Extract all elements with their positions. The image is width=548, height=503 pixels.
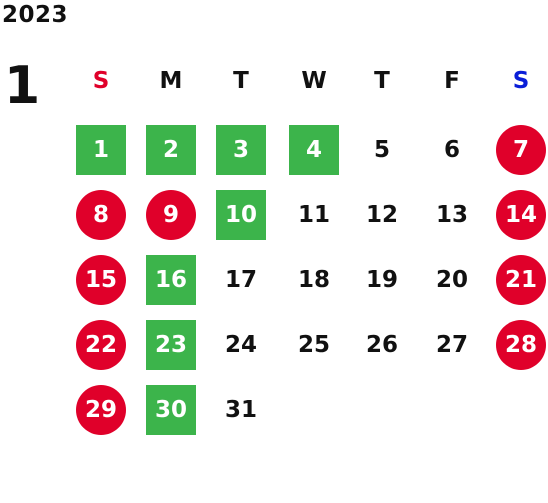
day-cell-21[interactable]: 21 — [496, 255, 546, 305]
weekday-saturday: S — [512, 68, 530, 94]
day-cell-22[interactable]: 22 — [76, 320, 126, 370]
weekday-friday: F — [444, 68, 460, 94]
weekday-monday: M — [159, 68, 183, 94]
year-label: 2023 — [2, 2, 69, 28]
day-cell-30[interactable]: 30 — [146, 385, 196, 435]
month-label: 1 — [4, 56, 41, 116]
day-cell-9[interactable]: 9 — [146, 190, 196, 240]
day-cell-19[interactable]: 19 — [365, 267, 398, 293]
weekday-thursday: T — [374, 68, 390, 94]
day-cell-1[interactable]: 1 — [76, 125, 126, 175]
day-cell-7[interactable]: 7 — [496, 125, 546, 175]
day-cell-24[interactable]: 24 — [224, 332, 257, 358]
day-cell-25[interactable]: 25 — [297, 332, 330, 358]
day-cell-18[interactable]: 18 — [297, 267, 330, 293]
day-cell-16[interactable]: 16 — [146, 255, 196, 305]
day-cell-31[interactable]: 31 — [224, 397, 257, 423]
day-cell-5[interactable]: 5 — [373, 137, 390, 163]
day-cell-28[interactable]: 28 — [496, 320, 546, 370]
day-cell-27[interactable]: 27 — [435, 332, 468, 358]
day-cell-2[interactable]: 2 — [146, 125, 196, 175]
weekday-wednesday: W — [301, 68, 327, 94]
weekday-tuesday: T — [233, 68, 249, 94]
day-cell-6[interactable]: 6 — [443, 137, 460, 163]
day-cell-4[interactable]: 4 — [289, 125, 339, 175]
day-cell-17[interactable]: 17 — [224, 267, 257, 293]
day-cell-29[interactable]: 29 — [76, 385, 126, 435]
day-cell-14[interactable]: 14 — [496, 190, 546, 240]
day-cell-12[interactable]: 12 — [365, 202, 398, 228]
day-cell-11[interactable]: 11 — [297, 202, 330, 228]
day-cell-23[interactable]: 23 — [146, 320, 196, 370]
day-cell-10[interactable]: 10 — [216, 190, 266, 240]
day-cell-26[interactable]: 26 — [365, 332, 398, 358]
day-cell-8[interactable]: 8 — [76, 190, 126, 240]
day-cell-20[interactable]: 20 — [435, 267, 468, 293]
day-cell-15[interactable]: 15 — [76, 255, 126, 305]
day-cell-3[interactable]: 3 — [216, 125, 266, 175]
day-cell-13[interactable]: 13 — [435, 202, 468, 228]
weekday-sunday: S — [92, 68, 110, 94]
